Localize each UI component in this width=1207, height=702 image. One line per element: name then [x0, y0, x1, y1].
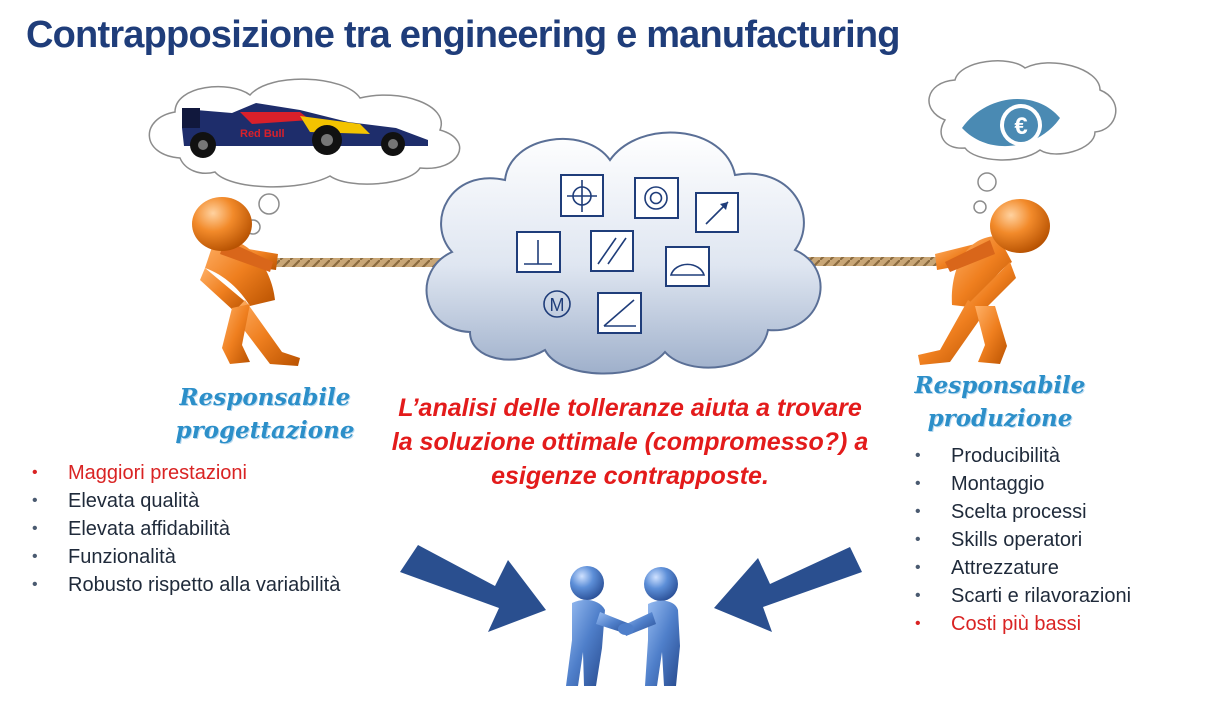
left-arrow-icon — [400, 545, 546, 632]
role-left-title: Responsabile progettazione — [175, 384, 355, 444]
list-item: Montaggio — [913, 470, 1131, 498]
left-requirements-list: Maggiori prestazioni Elevata qualità Ele… — [30, 459, 340, 599]
car-livery-text: Red Bull — [240, 128, 285, 140]
list-item: Attrezzature — [913, 554, 1131, 582]
role-right-title: Responsabile produzione — [914, 372, 1086, 432]
runout-symbol-icon — [695, 192, 739, 233]
right-figure-icon — [918, 199, 1050, 365]
position-symbol-icon — [560, 174, 604, 217]
angularity-symbol-icon — [597, 292, 642, 334]
handshake-icon — [566, 566, 680, 686]
list-item: Skills operatori — [913, 526, 1131, 554]
list-item: Elevata qualità — [30, 487, 340, 515]
list-item: Elevata affidabilità — [30, 515, 340, 543]
rope — [268, 257, 960, 267]
list-item: Funzionalità — [30, 543, 340, 571]
max-material-modifier-label: M — [550, 295, 565, 315]
page-title: Contrapposizione tra engineering e manuf… — [26, 14, 901, 56]
list-item: Scelta processi — [913, 498, 1131, 526]
right-requirements-list: Producibilità Montaggio Scelta processi … — [913, 442, 1131, 638]
list-item: Producibilità — [913, 442, 1131, 470]
profile-surface-symbol-icon — [665, 246, 710, 287]
center-message: L’analisi delle tolleranze aiuta a trova… — [391, 394, 869, 490]
list-item: Robusto rispetto alla variabilità — [30, 571, 340, 599]
left-figure-icon — [192, 197, 300, 366]
list-item: Costi più bassi — [913, 610, 1131, 638]
perpendicularity-symbol-icon — [516, 231, 561, 273]
concentricity-symbol-icon — [634, 177, 679, 219]
right-arrow-icon — [714, 547, 862, 632]
svg-text:€: € — [1014, 113, 1027, 140]
euro-eye-icon: € — [962, 98, 1060, 147]
list-item: Maggiori prestazioni — [30, 459, 340, 487]
parallelism-symbol-icon — [590, 230, 634, 272]
max-material-modifier-icon: M — [543, 290, 571, 318]
race-car-icon: Red Bull — [182, 103, 428, 158]
list-item: Scarti e rilavorazioni — [913, 582, 1131, 610]
